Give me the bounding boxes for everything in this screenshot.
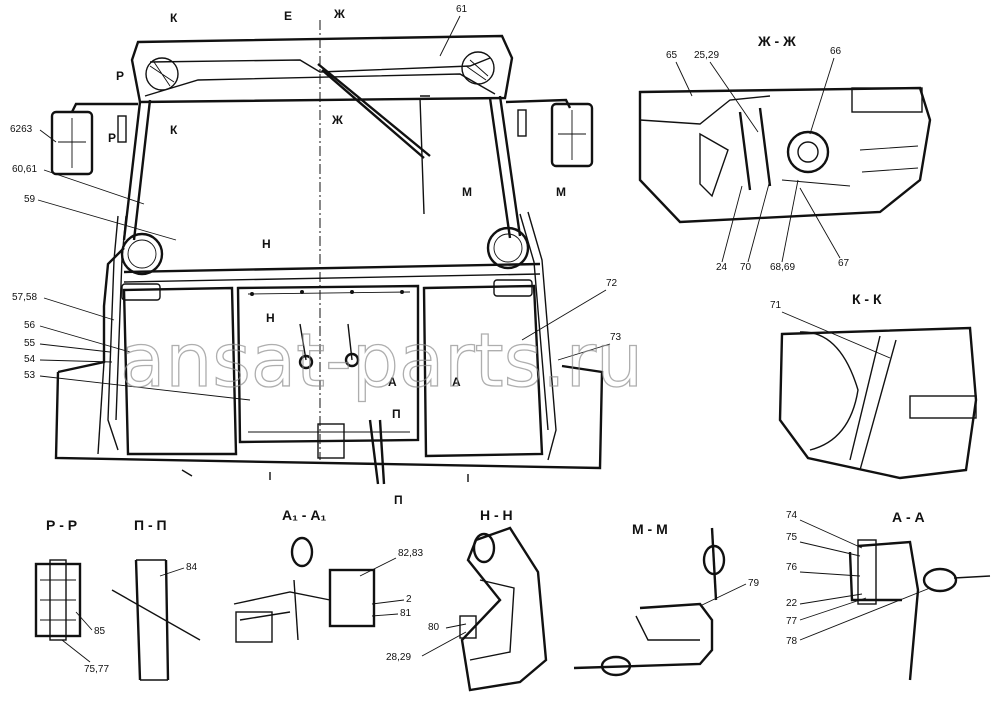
cut-mark-a-left: А xyxy=(388,375,397,389)
callout-55: 55 xyxy=(24,338,36,349)
section-zh-zh: Ж - Ж 65 25,29 66 24 70 68,69 67 xyxy=(638,33,932,273)
cut-mark-a-right: А xyxy=(452,375,461,389)
cut-mark-e: Е xyxy=(284,9,292,23)
callout-68-69: 68,69 xyxy=(770,262,795,273)
callout-25-29: 25,29 xyxy=(694,50,719,61)
cut-mark-m-right: М xyxy=(556,185,566,199)
section-k-title: К - К xyxy=(852,291,882,307)
callout-75: 75 xyxy=(786,532,798,543)
cut-mark-k-bottom: К xyxy=(170,123,178,137)
section-m-m: М - М 79 xyxy=(573,521,760,677)
callout-61-top: 61 xyxy=(456,4,468,15)
section-a1-a1: А₁ - А₁ 82,83 2 81 xyxy=(233,507,423,643)
callout-70: 70 xyxy=(740,262,752,273)
callout-57-58: 57,58 xyxy=(12,292,37,303)
callout-74: 74 xyxy=(786,510,798,521)
callout-2: 2 xyxy=(406,594,412,605)
cut-mark-p-top: П xyxy=(392,407,401,421)
section-p-p: П - П 84 xyxy=(111,517,201,681)
cut-mark-n-top: Н xyxy=(262,237,271,251)
callout-59: 59 xyxy=(24,194,36,205)
section-p-title: П - П xyxy=(134,517,167,533)
callout-24: 24 xyxy=(716,262,728,273)
callout-75-77: 75,77 xyxy=(84,664,109,675)
section-zh-title: Ж - Ж xyxy=(757,33,796,49)
callout-76: 76 xyxy=(786,562,798,573)
callout-53: 53 xyxy=(24,370,36,381)
section-m-title: М - М xyxy=(632,521,668,537)
main-cut-marks: К Е Ж Р Р К Ж М М Н Н А А П П xyxy=(108,7,566,507)
section-n-n: Н - Н 80 28,29 xyxy=(386,507,548,692)
callout-65: 65 xyxy=(666,50,678,61)
section-a1-title: А₁ - А₁ xyxy=(282,507,326,523)
callout-67: 67 xyxy=(838,258,850,269)
callout-66: 66 xyxy=(830,46,842,57)
cut-mark-p-bottom: П xyxy=(394,493,403,507)
callout-73: 73 xyxy=(610,332,622,343)
cut-mark-k-top: К xyxy=(170,11,178,25)
callout-56: 56 xyxy=(24,320,36,331)
callout-84: 84 xyxy=(186,562,198,573)
callout-6263: 6263 xyxy=(10,124,33,135)
callout-80: 80 xyxy=(428,622,440,633)
cut-mark-r-bottom: Р xyxy=(108,131,116,145)
cut-mark-zh-bottom: Ж xyxy=(331,113,343,127)
section-k-k: К - К 71 xyxy=(770,291,978,480)
section-r-title: Р - Р xyxy=(46,517,77,533)
callout-81: 81 xyxy=(400,608,412,619)
section-r-r: Р - Р 85 75,77 xyxy=(34,517,109,675)
callout-85: 85 xyxy=(94,626,106,637)
cut-mark-zh-top: Ж xyxy=(333,7,345,21)
section-n-title: Н - Н xyxy=(480,507,513,523)
callout-71: 71 xyxy=(770,300,782,311)
callout-54: 54 xyxy=(24,354,36,365)
callout-72: 72 xyxy=(606,278,618,289)
section-a-a: А - А 74 75 76 22 77 78 xyxy=(786,509,991,681)
callout-77: 77 xyxy=(786,616,798,627)
watermark: ansat-parts.ru xyxy=(120,318,643,404)
callout-22: 22 xyxy=(786,598,798,609)
cut-mark-m-left: М xyxy=(462,185,472,199)
section-a-title: А - А xyxy=(892,509,925,525)
callout-79: 79 xyxy=(748,578,760,589)
callout-82-83: 82,83 xyxy=(398,548,423,559)
main-callouts: 6263 60,61 59 57,58 56 55 54 53 72 73 61 xyxy=(10,4,622,401)
cab-front-view xyxy=(50,20,604,485)
cut-mark-n-bottom: Н xyxy=(266,311,275,325)
cut-mark-r-top: Р xyxy=(116,69,124,83)
callout-28-29: 28,29 xyxy=(386,652,411,663)
callout-60-61: 60,61 xyxy=(12,164,37,175)
callout-78: 78 xyxy=(786,636,798,647)
